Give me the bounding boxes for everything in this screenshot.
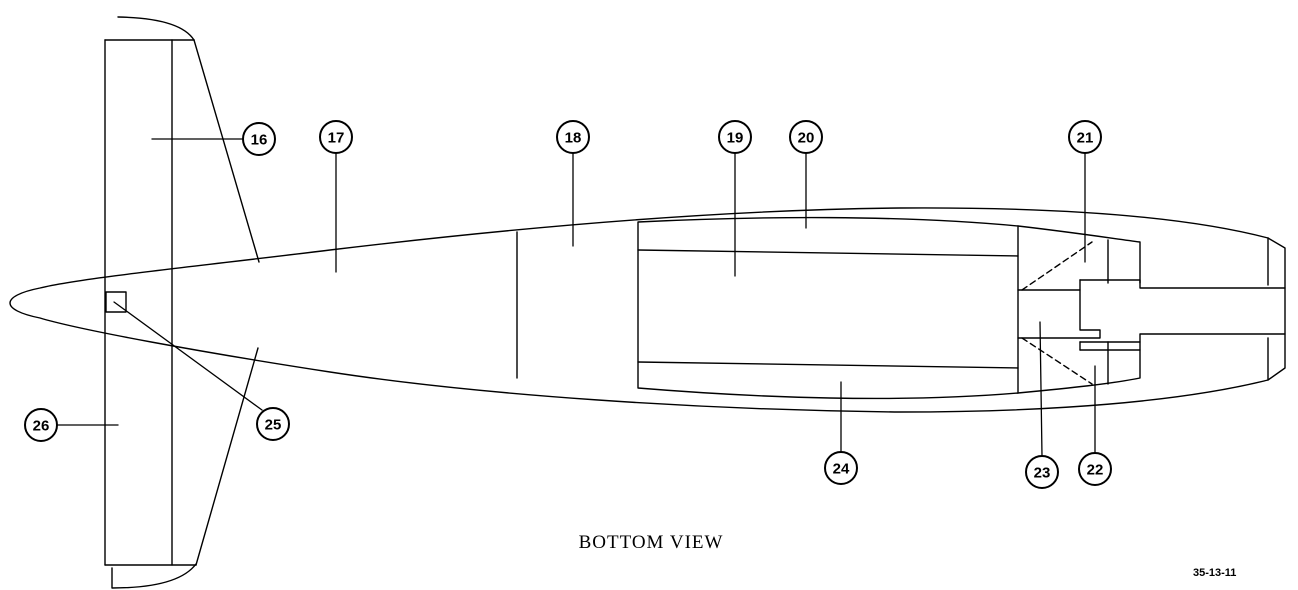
callout-24: 24 xyxy=(824,451,858,485)
svg-text:22: 22 xyxy=(1087,462,1104,479)
fuselage-outline xyxy=(9,207,1286,413)
callout-19: 19 xyxy=(718,120,752,154)
engine-block-bottom xyxy=(637,361,1019,369)
callout-20: 20 xyxy=(789,120,823,154)
stabilizer-top-tip xyxy=(117,16,195,41)
callouts: 16 17 18 19 20 21 22 23 xyxy=(24,120,1112,489)
callout-26: 26 xyxy=(24,408,58,442)
svg-text:18: 18 xyxy=(565,130,582,147)
callout-18: 18 xyxy=(556,120,590,154)
svg-text:24: 24 xyxy=(833,461,850,478)
callout-17: 17 xyxy=(319,120,353,154)
stabilizer xyxy=(104,16,260,589)
dashed-diagonal-upper xyxy=(1021,241,1093,291)
fuselage xyxy=(9,207,1286,413)
stabilizer-bottom-tip xyxy=(111,563,197,589)
leader-lines xyxy=(56,138,1096,457)
figure-number: 35-13-11 xyxy=(1193,567,1236,579)
svg-text:20: 20 xyxy=(798,130,815,147)
callout-21: 21 xyxy=(1068,120,1102,154)
svg-text:26: 26 xyxy=(33,418,50,435)
view-title: BOTTOM VIEW xyxy=(579,532,724,553)
engine-bay-panel xyxy=(637,216,1019,400)
svg-text:21: 21 xyxy=(1077,130,1094,147)
engine-block-top xyxy=(637,249,1019,257)
callout-16: 16 xyxy=(242,122,276,156)
svg-text:23: 23 xyxy=(1034,465,1051,482)
nose-access-panel xyxy=(105,291,127,313)
svg-text:17: 17 xyxy=(328,130,345,147)
callout-23: 23 xyxy=(1025,455,1059,489)
svg-text:25: 25 xyxy=(265,417,282,434)
callout-22: 22 xyxy=(1078,452,1112,486)
dashed-diagonal-lower xyxy=(1021,337,1093,385)
callout-25: 25 xyxy=(256,407,290,441)
svg-text:16: 16 xyxy=(251,132,268,149)
exhaust-notch xyxy=(1017,289,1101,339)
svg-text:19: 19 xyxy=(727,130,744,147)
